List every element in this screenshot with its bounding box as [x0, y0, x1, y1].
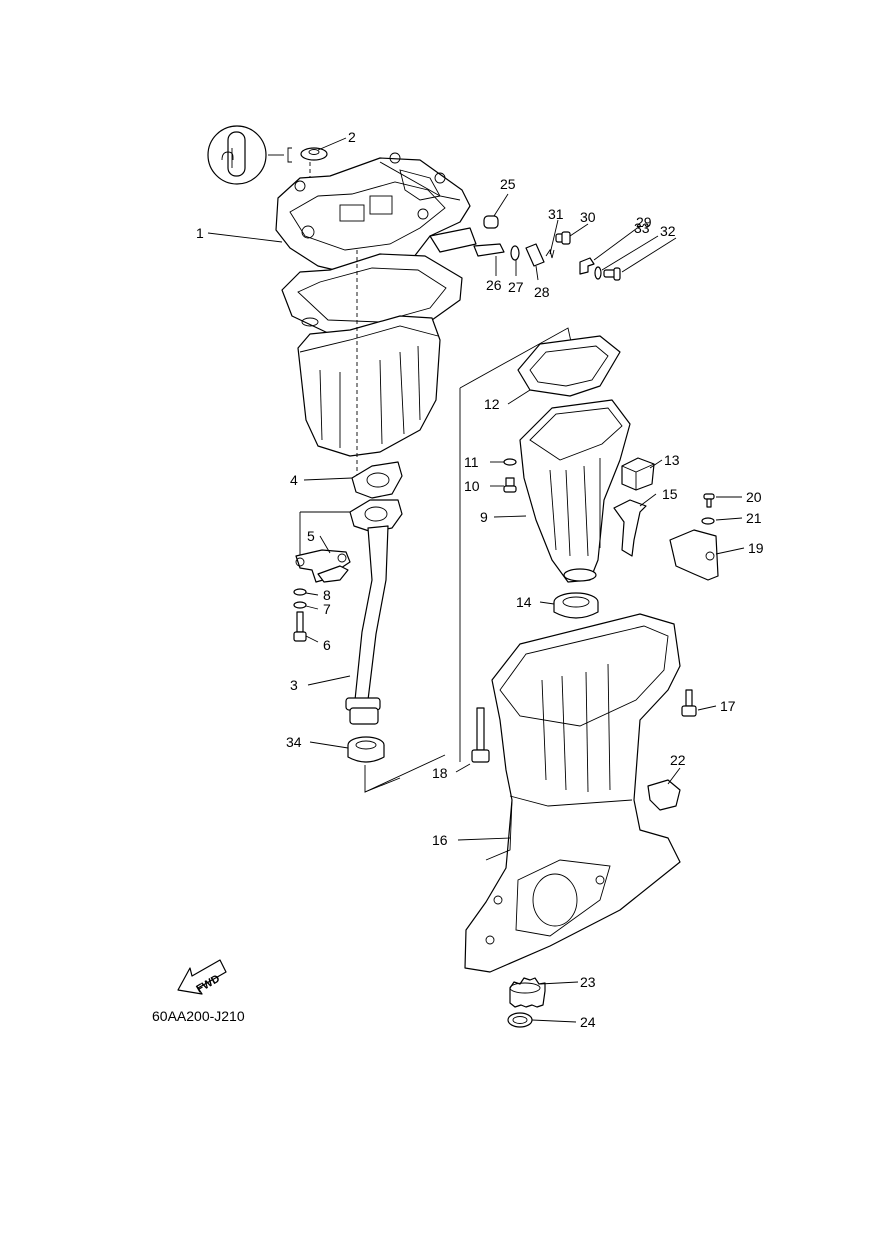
part-31-spring: [545, 248, 555, 259]
callout-2: 2: [348, 129, 356, 145]
leader-lines: [207, 137, 745, 1023]
callout-3: 3: [290, 677, 298, 693]
part-12-gasket: [517, 335, 621, 397]
callout-14: 14: [516, 594, 532, 610]
callout-31: 31: [548, 206, 564, 222]
part-13-damper: [621, 457, 655, 491]
callout-8: 8: [323, 587, 331, 603]
callout-18: 18: [432, 765, 448, 781]
part-27-collar: [510, 245, 520, 261]
part-5-bracket: [295, 549, 351, 583]
part-11-washer: [503, 458, 517, 466]
part-28-lever: [525, 243, 545, 267]
part-1-upper-plate: [275, 152, 477, 277]
callout-16: 16: [432, 832, 448, 848]
callout-20: 20: [746, 489, 762, 505]
part-20-screw: [703, 493, 715, 508]
callout-27: 27: [508, 279, 524, 295]
part-24-circlip: [507, 1012, 533, 1028]
part-32-screw: [603, 267, 621, 281]
callout-7: 7: [323, 601, 331, 617]
sealant-icon: [207, 125, 292, 185]
part-22-plug: [647, 779, 681, 811]
callout-21: 21: [746, 510, 762, 526]
callout-28: 28: [534, 284, 550, 300]
callout-9: 9: [480, 509, 488, 525]
part-14-seal: [553, 592, 599, 619]
callout-13: 13: [664, 452, 680, 468]
part-34-seal: [347, 736, 385, 763]
part-7-washer: [293, 601, 307, 609]
part-8-washer: [293, 588, 307, 596]
part-9-muffler: [519, 399, 631, 583]
part-17-bolt: [681, 689, 697, 717]
callout-29: 29: [636, 214, 652, 230]
upper-gasket: [281, 253, 463, 337]
callout-10: 10: [464, 478, 480, 494]
part-30-screw: [555, 231, 571, 245]
part-10-bolt: [503, 477, 517, 493]
callout-22: 22: [670, 752, 686, 768]
callout-6: 6: [323, 637, 331, 653]
callout-19: 19: [748, 540, 764, 556]
callout-33: 33: [634, 220, 650, 236]
part-15-clip: [613, 499, 647, 557]
part-21-washer: [701, 517, 715, 525]
callout-30: 30: [580, 209, 596, 225]
callout-24: 24: [580, 1014, 596, 1030]
callout-23: 23: [580, 974, 596, 990]
part-26-rod: [473, 243, 505, 257]
callout-12: 12: [484, 396, 500, 412]
part-29-clip: [579, 257, 595, 275]
callout-32: 32: [660, 223, 676, 239]
callout-15: 15: [662, 486, 678, 502]
part-3-exhaust-pipe: [345, 499, 403, 725]
callout-34: 34: [286, 734, 302, 750]
part-25-cap: [483, 215, 499, 229]
oil-pan: [297, 250, 441, 478]
fwd-arrow-icon: FWD: [177, 959, 227, 996]
callout-labels: 1 2 3 4 5 6 7 8 9 10 11 12 13 14 15 16 1…: [196, 129, 764, 1030]
callout-1: 1: [196, 225, 204, 241]
part-33-washer: [594, 266, 602, 280]
diagram-code: 60AA200-J210: [152, 1008, 245, 1024]
part-4-gasket: [351, 461, 403, 499]
callout-17: 17: [720, 698, 736, 714]
part-6-bolt: [293, 611, 307, 642]
callout-11: 11: [464, 454, 479, 470]
callout-26: 26: [486, 277, 502, 293]
part-16-upper-casing: [464, 613, 681, 973]
part-23-gear: [509, 977, 546, 1008]
callout-5: 5: [307, 528, 315, 544]
callout-4: 4: [290, 472, 298, 488]
part-19-plate: [669, 529, 719, 581]
callout-25: 25: [500, 176, 516, 192]
part-18-bolt: [471, 707, 490, 763]
